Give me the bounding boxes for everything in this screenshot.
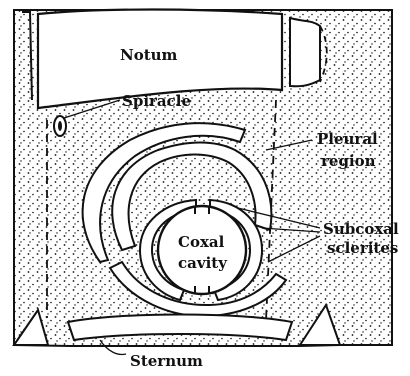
label-coxal-line2: cavity: [178, 254, 228, 272]
label-subcoxal-line2: sclerites: [327, 239, 398, 257]
label-pleural-line1: Pleural: [317, 130, 378, 148]
label-coxal-line1: Coxal: [178, 233, 225, 251]
right-notal-lobe: [290, 18, 320, 86]
label-spiracle: Spiracle: [122, 92, 191, 110]
label-notum: Notum: [120, 46, 178, 64]
label-sternum: Sternum: [130, 352, 203, 370]
label-subcoxal-line1: Subcoxal: [323, 220, 399, 238]
spiracle-inner: [58, 121, 62, 131]
label-pleural-line2: region: [321, 152, 376, 170]
